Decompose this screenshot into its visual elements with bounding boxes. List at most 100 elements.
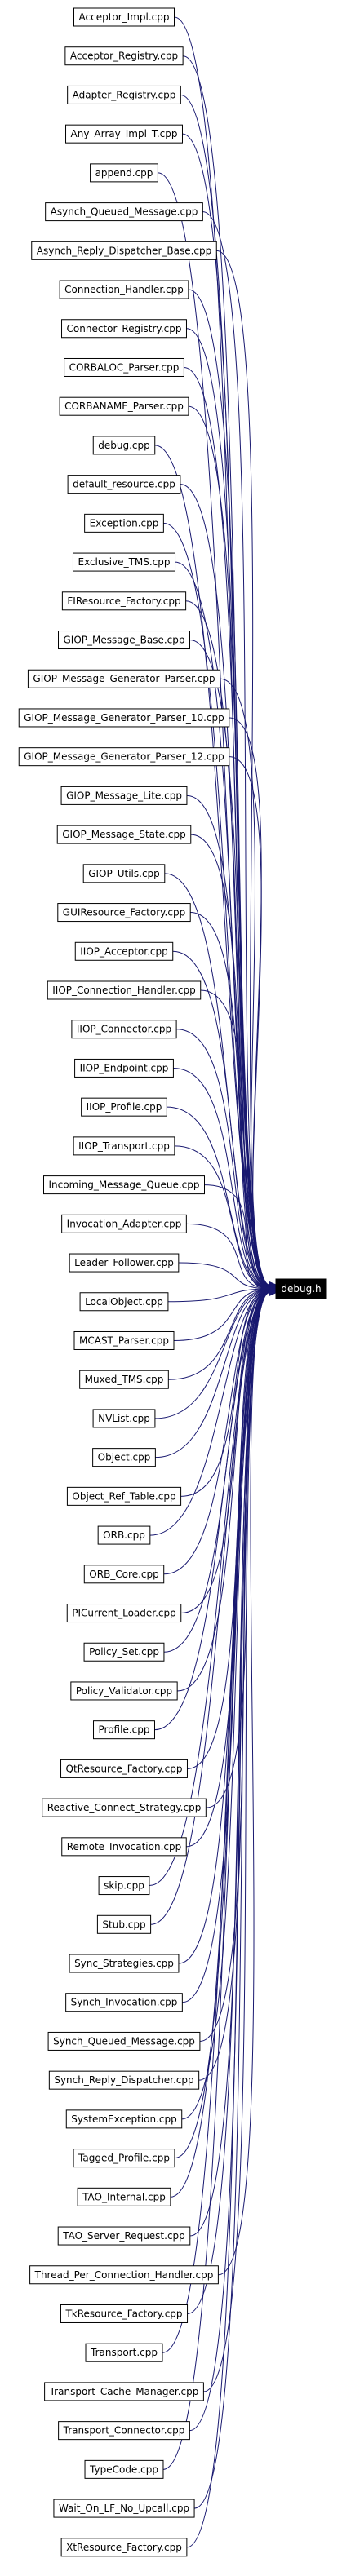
node-adapter-registry-cpp[interactable]: Adapter_Registry.cpp [67, 85, 181, 104]
edge-tagged-profile-cpp [174, 1290, 270, 2159]
node-acceptor-registry-cpp[interactable]: Acceptor_Registry.cpp [64, 46, 184, 66]
node-label: MCAST_Parser.cpp [79, 1334, 169, 1346]
node-box [65, 2109, 183, 2129]
node-box [85, 2343, 163, 2362]
node-iiop-acceptor-cpp[interactable]: IIOP_Acceptor.cpp [74, 941, 174, 961]
node-invocation-adapter-cpp[interactable]: Invocation_Adapter.cpp [61, 1214, 187, 1233]
node-giop-message-base-cpp[interactable]: GIOP_Message_Base.cpp [58, 631, 190, 650]
node-policy-validator-cpp[interactable]: Policy_Validator.cpp [70, 1681, 178, 1701]
node-label: TAO_Internal.cpp [82, 2191, 166, 2202]
node-box [45, 202, 203, 222]
node-connector-registry-cpp[interactable]: Connector_Registry.cpp [61, 319, 187, 339]
node-thread-per-connection-handler-cpp[interactable]: Thread_Per_Connection_Handler.cpp [29, 2265, 219, 2285]
node-giop-message-generator-parser-10-cpp[interactable]: GIOP_Message_Generator_Parser_10.cpp [18, 708, 230, 728]
node-guiresource-factory-cpp[interactable]: GUIResource_Factory.cpp [57, 903, 191, 923]
node-iiop-connector-cpp[interactable]: IIOP_Connector.cpp [71, 1020, 177, 1039]
target-node-debug-h[interactable]: debug.h [275, 1278, 327, 1299]
node-label: GIOP_Message_Lite.cpp [66, 790, 182, 801]
node-giop-message-lite-cpp[interactable]: GIOP_Message_Lite.cpp [60, 786, 188, 805]
node-box [81, 1097, 167, 1117]
node-profile-cpp[interactable]: Profile.cpp [93, 1720, 155, 1740]
node-box [61, 1214, 187, 1233]
node-iiop-transport-cpp[interactable]: IIOP_Transport.cpp [73, 1136, 175, 1156]
node-iiop-profile-cpp[interactable]: IIOP_Profile.cpp [81, 1097, 167, 1117]
edge-muxed-tms-cpp [168, 1288, 270, 1380]
node-box [98, 1876, 150, 1896]
node-policy-set-cpp[interactable]: Policy_Set.cpp [83, 1642, 165, 1662]
node-synch-invocation-cpp[interactable]: Synch_Invocation.cpp [65, 1993, 183, 2012]
node-acceptor-impl-cpp[interactable]: Acceptor_Impl.cpp [73, 7, 175, 27]
node-synch-queued-message-cpp[interactable]: Synch_Queued_Message.cpp [47, 2031, 201, 2051]
node-append-cpp[interactable]: append.cpp [90, 163, 158, 183]
node-picurrent-loader-cpp[interactable]: PICurrent_Loader.cpp [66, 1604, 182, 1623]
node-nvlist-cpp[interactable]: NVList.cpp [92, 1409, 156, 1428]
node-leader-follower-cpp[interactable]: Leader_Follower.cpp [69, 1253, 180, 1273]
node-wait-on-lf-no-upcall-cpp[interactable]: Wait_On_LF_No_Upcall.cpp [53, 2499, 195, 2518]
node-label: Reactive_Connect_Strategy.cpp [47, 1802, 202, 1813]
node-box [70, 1681, 178, 1701]
node-corbaloc-parser-cpp[interactable]: CORBALOC_Parser.cpp [64, 357, 184, 377]
node-box [90, 163, 158, 183]
node-stub-cpp[interactable]: Stub.cpp [96, 1914, 152, 1934]
node-xtresource-factory-cpp[interactable]: XtResource_Factory.cpp [60, 2538, 188, 2557]
node-reactive-connect-strategy-cpp[interactable]: Reactive_Connect_Strategy.cpp [42, 1798, 207, 1817]
node-connection-handler-cpp[interactable]: Connection_Handler.cpp [59, 280, 189, 299]
node-box [65, 1993, 183, 2012]
node-transport-connector-cpp[interactable]: Transport_Connector.cpp [58, 2421, 190, 2441]
node-typecode-cpp[interactable]: TypeCode.cpp [84, 2459, 164, 2479]
node-label: Sync_Strategies.cpp [74, 1958, 174, 1969]
node-giop-message-generator-parser-cpp[interactable]: GIOP_Message_Generator_Parser.cpp [27, 669, 221, 688]
node-label: GIOP_Utils.cpp [88, 868, 160, 879]
node-label: append.cpp [95, 167, 153, 179]
node-skip-cpp[interactable]: skip.cpp [98, 1876, 150, 1896]
node-label: Policy_Validator.cpp [76, 1685, 172, 1697]
node-muxed-tms-cpp[interactable]: Muxed_TMS.cpp [79, 1370, 169, 1389]
node-object-cpp[interactable]: Object.cpp [92, 1448, 156, 1467]
node-corbaname-parser-cpp[interactable]: CORBANAME_Parser.cpp [59, 396, 189, 416]
node-incoming-message-queue-cpp[interactable]: Incoming_Message_Queue.cpp [43, 1175, 205, 1195]
node-giop-utils-cpp[interactable]: GIOP_Utils.cpp [82, 864, 166, 883]
node-box [44, 2382, 204, 2401]
node-label: Acceptor_Impl.cpp [79, 11, 170, 23]
node-giop-message-generator-parser-12-cpp[interactable]: GIOP_Message_Generator_Parser_12.cpp [18, 747, 230, 767]
node-transport-cache-manager-cpp[interactable]: Transport_Cache_Manager.cpp [44, 2382, 204, 2401]
edge-synch-reply-dispatcher-cpp [198, 1290, 270, 2081]
node-localobject-cpp[interactable]: LocalObject.cpp [79, 1292, 169, 1312]
node-mcast-parser-cpp[interactable]: MCAST_Parser.cpp [73, 1330, 175, 1350]
node-box [43, 1175, 205, 1195]
node-systemexception-cpp[interactable]: SystemException.cpp [65, 2109, 183, 2129]
edge-iiop-profile-cpp [167, 1106, 270, 1289]
node-asynch-queued-message-cpp[interactable]: Asynch_Queued_Message.cpp [45, 202, 203, 222]
node-any-array-impl-t-cpp[interactable]: Any_Array_Impl_T.cpp [65, 124, 183, 144]
node-iiop-connection-handler-cpp[interactable]: IIOP_Connection_Handler.cpp [47, 980, 202, 1000]
node-giop-message-state-cpp[interactable]: GIOP_Message_State.cpp [56, 825, 192, 844]
edge-transport-cpp [162, 1291, 270, 2353]
node-iiop-endpoint-cpp[interactable]: IIOP_Endpoint.cpp [74, 1058, 174, 1078]
node-exception-cpp[interactable]: Exception.cpp [84, 513, 164, 533]
node-tao-internal-cpp[interactable]: TAO_Internal.cpp [77, 2187, 171, 2206]
node-orb-core-cpp[interactable]: ORB_Core.cpp [83, 1565, 165, 1584]
node-debug-cpp[interactable]: debug.cpp [92, 436, 156, 455]
node-label: Transport_Cache_Manager.cpp [49, 2386, 199, 2397]
node-orb-cpp[interactable]: ORB.cpp [97, 1525, 151, 1545]
node-label: Asynch_Queued_Message.cpp [51, 206, 198, 218]
node-qtresource-factory-cpp[interactable]: QtResource_Factory.cpp [60, 1759, 188, 1778]
node-tao-server-request-cpp[interactable]: TAO_Server_Request.cpp [57, 2226, 191, 2246]
node-transport-cpp[interactable]: Transport.cpp [85, 2343, 163, 2362]
node-sync-strategies-cpp[interactable]: Sync_Strategies.cpp [69, 1954, 180, 1973]
node-remote-invocation-cpp[interactable]: Remote_Invocation.cpp [61, 1837, 187, 1857]
node-asynch-reply-dispatcher-base-cpp[interactable]: Asynch_Reply_Dispatcher_Base.cpp [31, 241, 217, 260]
node-tkresource-factory-cpp[interactable]: TkResource_Factory.cpp [60, 2304, 189, 2323]
node-synch-reply-dispatcher-cpp[interactable]: Synch_Reply_Dispatcher.cpp [48, 2070, 200, 2090]
node-exclusive-tms-cpp[interactable]: Exclusive_TMS.cpp [72, 552, 176, 572]
node-label: TkResource_Factory.cpp [64, 2308, 182, 2319]
node-box [67, 475, 181, 494]
node-tagged-profile-cpp[interactable]: Tagged_Profile.cpp [73, 2149, 175, 2168]
node-firesource-factory-cpp[interactable]: FIResource_Factory.cpp [61, 591, 187, 611]
node-label: GIOP_Message_Generator_Parser.cpp [33, 673, 215, 684]
node-box [57, 2226, 191, 2246]
edge-giop-message-generator-parser-12-cpp [229, 756, 270, 1288]
node-object-ref-table-cpp[interactable]: Object_Ref_Table.cpp [66, 1486, 182, 1506]
edge-object-cpp [155, 1289, 270, 1458]
node-default-resource-cpp[interactable]: default_resource.cpp [67, 475, 181, 494]
